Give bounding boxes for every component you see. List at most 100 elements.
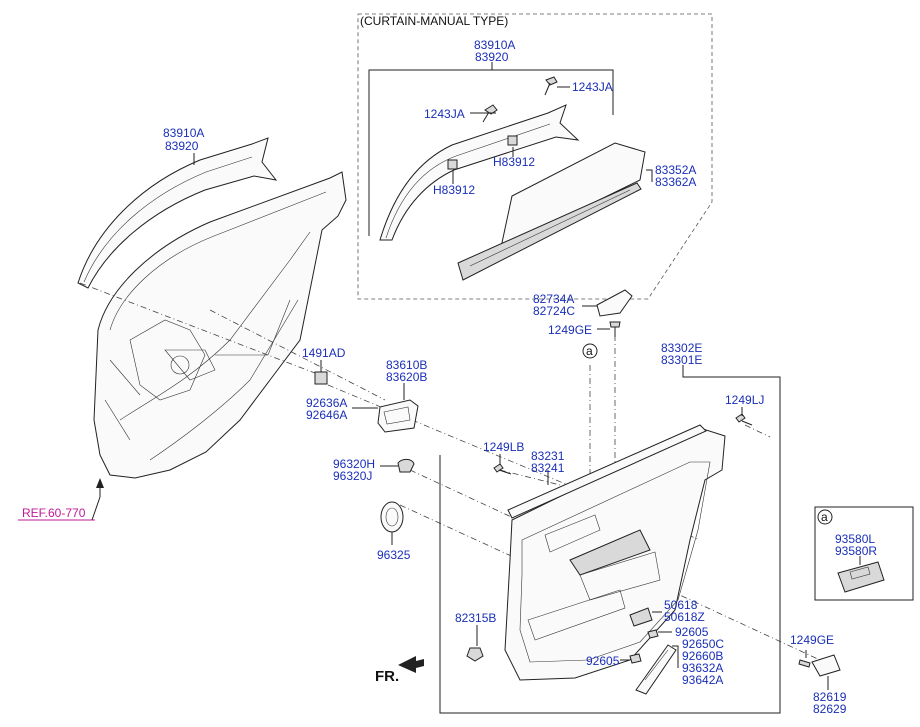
- power-window-switch-detail: [849, 566, 871, 580]
- clip-1491AD: [314, 371, 328, 385]
- upper-garnish-83231: [507, 424, 707, 519]
- label-93632A: 93632A: [682, 661, 723, 675]
- label-96320H: 96320H: [333, 457, 375, 471]
- ref-connector: [91, 496, 101, 521]
- door-regulator-arm: [215, 299, 291, 356]
- sunshade-rail: [457, 182, 642, 281]
- door-regulator-detail: [164, 349, 216, 381]
- door-window-trim-inner: [83, 156, 253, 283]
- door-inner-edge-1: [109, 359, 141, 396]
- label-93580L: 93580L: [835, 532, 875, 546]
- door-window-trim: [77, 137, 278, 289]
- power-window-switch: [837, 561, 885, 593]
- proj-line-5: [399, 504, 521, 561]
- label-92636A: 92636A: [306, 396, 347, 410]
- door-inner-edge-2: [104, 399, 131, 441]
- door-trim-inner-line: [519, 461, 711, 663]
- speaker-cone: [385, 507, 399, 527]
- label-92646A: 92646A: [306, 408, 347, 422]
- bracket-83910A-curtain: [368, 69, 614, 236]
- pad-50618: [629, 607, 653, 627]
- lamp-92605-lower: [629, 653, 642, 664]
- proj-line-8: [499, 469, 561, 486]
- label-92605-upper: 92605: [675, 625, 709, 639]
- label-92660B: 92660B: [682, 649, 723, 663]
- door-armrest: [579, 551, 661, 601]
- label-82724C: 82724C: [533, 304, 575, 318]
- curtain-group-box: [357, 13, 713, 300]
- curtain-window-trim: [379, 104, 580, 241]
- label-93580R: 93580R: [835, 544, 877, 558]
- curtain-group-title: (CURTAIN-MANUAL TYPE): [360, 14, 508, 28]
- label-1243JA-left: 1243JA: [424, 107, 465, 121]
- door-regulator-motor: [170, 355, 190, 375]
- lamp-92605-upper: [647, 629, 659, 639]
- label-1243JA-right: 1243JA: [572, 80, 613, 94]
- garnish-82619: [811, 654, 841, 677]
- label-92605-lower: 92605: [586, 654, 620, 668]
- front-label: FR.: [375, 668, 399, 685]
- sunshade-rail-line: [469, 189, 631, 267]
- inside-handle-detail: [383, 406, 411, 425]
- label-H83912-right: H83912: [493, 155, 535, 169]
- label-83920-door: 83920: [165, 139, 199, 153]
- curtain-trim-inner-line: [385, 123, 551, 239]
- marker-a-door-text: a: [586, 344, 593, 358]
- inside-handle: [377, 399, 419, 433]
- door-regulator-outline: [129, 319, 206, 401]
- ref-arrow: [96, 478, 104, 488]
- door-switch-bezel: [544, 514, 601, 553]
- door-panel-line-3: [149, 299, 299, 461]
- label-83231: 83231: [531, 449, 565, 463]
- label-82315B: 82315B: [455, 611, 496, 625]
- ref-label[interactable]: REF.60-770: [22, 506, 86, 520]
- clip-h83912-left: [447, 159, 458, 170]
- label-1249GE-top: 1249GE: [548, 323, 592, 337]
- label-1249GE-bottom: 1249GE: [790, 633, 834, 647]
- label-83352A: 83352A: [655, 163, 696, 177]
- label-1249LB: 1249LB: [483, 440, 524, 454]
- label-96325: 96325: [377, 548, 411, 562]
- door-pull-handle: [569, 529, 651, 576]
- label-1249LJ: 1249LJ: [725, 393, 764, 407]
- lamp-lens-92650C: [635, 644, 677, 695]
- label-83610B: 83610B: [386, 358, 427, 372]
- label-83910A-curtain: 83910A: [474, 38, 515, 52]
- front-arrow: [398, 656, 424, 673]
- label-83241: 83241: [531, 461, 565, 475]
- clip-82315B: [466, 647, 484, 662]
- label-82629: 82629: [813, 702, 847, 716]
- door-inner-panel: [93, 171, 347, 479]
- label-83301E: 83301E: [661, 353, 702, 367]
- screw-1249GE-top: [609, 321, 621, 337]
- marker-a-inset: [817, 509, 833, 525]
- clip-h83912-right: [507, 135, 518, 146]
- leader-83352A: [646, 169, 653, 182]
- label-83302E: 83302E: [661, 341, 702, 355]
- label-82734A: 82734A: [533, 292, 574, 306]
- marker-a-inset-text: a: [821, 510, 828, 524]
- lamp-lens-line: [644, 649, 669, 681]
- door-trim-bracket: [439, 365, 781, 714]
- label-50618Z: 50618Z: [664, 610, 705, 624]
- door-panel-line-1: [109, 191, 327, 331]
- screw-1249GE-bottom: [798, 659, 811, 668]
- screw-1243JA-right: [544, 76, 558, 96]
- label-50618: 50618: [664, 598, 698, 612]
- screw-1249LJ: [735, 413, 753, 426]
- marker-a-door: [582, 343, 598, 359]
- label-83920-curtain: 83920: [475, 50, 509, 64]
- label-83620B: 83620B: [386, 370, 427, 384]
- cap-82734A: [596, 289, 633, 317]
- label-83910A-door: 83910A: [163, 126, 204, 140]
- label-83362A: 83362A: [655, 175, 696, 189]
- label-82619: 82619: [813, 690, 847, 704]
- proj-line-9: [744, 424, 771, 438]
- speaker-96325: [380, 501, 404, 533]
- label-92650C: 92650C: [682, 637, 724, 651]
- label-1491AD: 1491AD: [302, 346, 346, 360]
- label-H83912-left: H83912: [433, 183, 475, 197]
- proj-line-1: [79, 282, 321, 376]
